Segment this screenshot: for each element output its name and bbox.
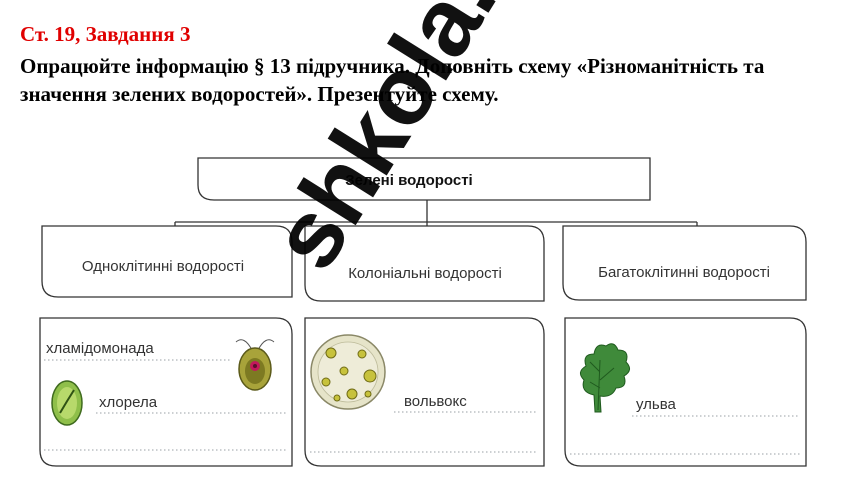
answer-box-colonial: вольвокс bbox=[304, 317, 545, 467]
root-label: Зелені водорості bbox=[345, 172, 472, 189]
answer-ulva: ульва bbox=[636, 396, 677, 413]
category-label-multicellular: Багатоклітинні водорості bbox=[598, 264, 770, 281]
chlorella-icon bbox=[51, 380, 83, 426]
ulva-icon bbox=[580, 343, 630, 413]
task-title: Ст. 19, Завдання 3 bbox=[20, 22, 191, 46]
category-label-unicellular: Одноклітинні водорості bbox=[82, 258, 244, 275]
volvox-icon bbox=[310, 334, 386, 410]
task-instructions: Опрацюйте інформацію § 13 підручника. До… bbox=[20, 54, 765, 106]
answer-volvox: вольвокс bbox=[404, 393, 467, 410]
category-box-multicellular: Багатоклітинні водорості bbox=[562, 225, 807, 301]
category-box-unicellular: Одноклітинні водорості bbox=[41, 225, 293, 298]
root-box: Зелені водорості bbox=[197, 157, 651, 201]
answer-box-unicellular: хламідомонада хлорела bbox=[39, 317, 293, 467]
answer-box-multicellular: ульва bbox=[564, 317, 807, 467]
category-label-colonial: Колоніальні водорості bbox=[348, 265, 502, 282]
connector-lines bbox=[174, 200, 698, 226]
chlamydomonas-icon bbox=[235, 339, 275, 391]
answer-chlorella: хлорела bbox=[99, 394, 158, 411]
answer-chlamydomonas: хламідомонада bbox=[46, 340, 154, 357]
category-box-colonial: Колоніальні водорості bbox=[304, 225, 545, 302]
